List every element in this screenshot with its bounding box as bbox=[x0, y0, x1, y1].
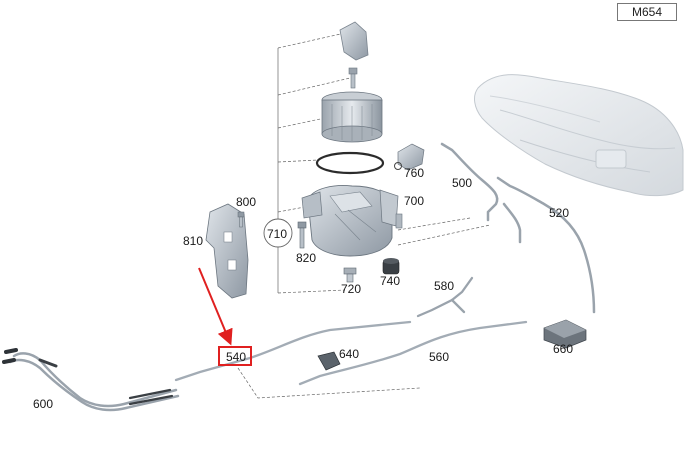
fuel-line-600 bbox=[2, 348, 180, 412]
cap-740 bbox=[382, 258, 400, 275]
leader-lines bbox=[237, 32, 491, 399]
part-label-800[interactable]: 800 bbox=[236, 195, 256, 209]
part-label-640[interactable]: 640 bbox=[339, 347, 359, 361]
fuel-line-520 bbox=[496, 176, 596, 314]
part-label-710[interactable]: 710 bbox=[267, 227, 287, 241]
part-label-540[interactable]: 540 bbox=[226, 350, 246, 364]
fuel-tank bbox=[474, 74, 684, 197]
filter-element bbox=[321, 91, 383, 143]
top-bolt bbox=[348, 67, 358, 89]
fuel-line-560 bbox=[298, 320, 528, 386]
part-710-callout-circle bbox=[263, 218, 293, 248]
fuel-line-580 bbox=[416, 276, 474, 318]
bolt-800 bbox=[237, 211, 245, 228]
part-label-740[interactable]: 740 bbox=[380, 274, 400, 288]
model-code-badge: M654 bbox=[617, 3, 677, 21]
filter-housing bbox=[301, 185, 403, 257]
part-label-810[interactable]: 810 bbox=[183, 234, 203, 248]
fuel-line-500 bbox=[440, 142, 522, 244]
bracket-810 bbox=[205, 203, 249, 299]
part-label-720[interactable]: 720 bbox=[341, 282, 361, 296]
highlight-arrow-icon bbox=[198, 267, 233, 346]
sensor-760 bbox=[394, 143, 425, 171]
part-label-660[interactable]: 660 bbox=[553, 342, 573, 356]
part-label-560[interactable]: 560 bbox=[429, 350, 449, 364]
selected-part-highlight bbox=[218, 346, 252, 366]
component-660 bbox=[543, 319, 587, 349]
bolt-820 bbox=[297, 221, 307, 249]
part-label-600[interactable]: 600 bbox=[33, 397, 53, 411]
part-label-760[interactable]: 760 bbox=[404, 166, 424, 180]
part-label-520[interactable]: 520 bbox=[549, 206, 569, 220]
top-bracket bbox=[339, 21, 369, 61]
part-label-820[interactable]: 820 bbox=[296, 251, 316, 265]
part-label-700[interactable]: 700 bbox=[404, 194, 424, 208]
o-ring bbox=[315, 151, 385, 175]
drain-plug-720 bbox=[343, 267, 357, 283]
fuel-line-540 bbox=[174, 320, 412, 382]
part-label-500[interactable]: 500 bbox=[452, 176, 472, 190]
holder-640 bbox=[317, 351, 341, 371]
part-label-580[interactable]: 580 bbox=[434, 279, 454, 293]
